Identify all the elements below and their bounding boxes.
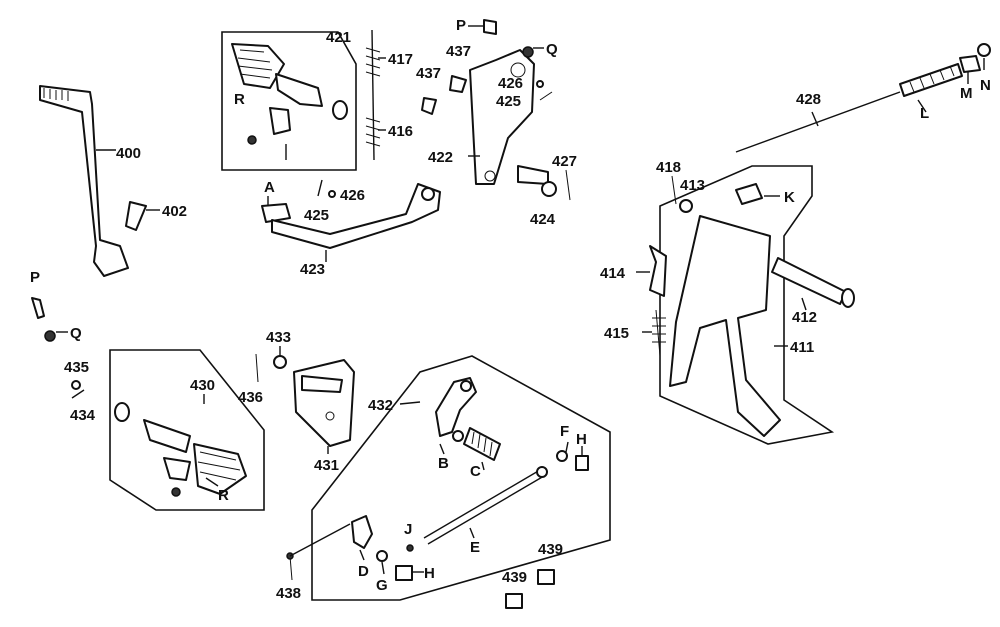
label-417: 417 bbox=[388, 51, 413, 68]
pin-p-left bbox=[31, 297, 45, 319]
plate-431 bbox=[293, 359, 355, 447]
label-c: C bbox=[470, 463, 481, 480]
nut-q-top bbox=[522, 46, 534, 58]
label-r-lower: R bbox=[218, 487, 229, 504]
label-426-upper: 426 bbox=[498, 75, 523, 92]
bolt-439a bbox=[537, 569, 555, 585]
label-428: 428 bbox=[796, 91, 821, 108]
label-427: 427 bbox=[552, 153, 577, 170]
label-402: 402 bbox=[162, 203, 187, 220]
bolt-439b bbox=[505, 593, 523, 609]
label-423: 423 bbox=[300, 261, 325, 278]
label-434: 434 bbox=[70, 407, 96, 424]
frame-421 bbox=[221, 31, 357, 171]
label-q-left: Q bbox=[70, 325, 82, 342]
label-426-lower: 426 bbox=[340, 187, 365, 204]
label-425-upper: 425 bbox=[496, 93, 521, 110]
pin-427 bbox=[565, 169, 571, 201]
shift-linkage bbox=[351, 377, 589, 581]
footrest-lower bbox=[114, 402, 247, 497]
frame-430 bbox=[109, 349, 265, 511]
label-p-left: P bbox=[30, 269, 40, 286]
bolt-402 bbox=[125, 201, 147, 231]
label-h-right: H bbox=[576, 431, 587, 448]
label-437-upper: 437 bbox=[446, 43, 471, 60]
washer-433 bbox=[273, 355, 287, 369]
cable-428 bbox=[735, 43, 991, 153]
label-438: 438 bbox=[276, 585, 301, 602]
label-439-upper: 439 bbox=[538, 541, 563, 558]
pin-p-top bbox=[483, 19, 497, 35]
spring-417-416 bbox=[365, 29, 381, 161]
label-432: 432 bbox=[368, 397, 393, 414]
washer-435 bbox=[71, 380, 81, 390]
label-h-lower: H bbox=[424, 565, 435, 582]
label-424: 424 bbox=[530, 211, 556, 228]
label-422: 422 bbox=[428, 149, 453, 166]
label-431: 431 bbox=[314, 457, 339, 474]
frame-411 bbox=[659, 165, 835, 445]
label-414: 414 bbox=[600, 265, 626, 282]
callout-labels: 400 402 P Q 435 434 421 R 417 416 A 425 … bbox=[30, 17, 991, 602]
label-412: 412 bbox=[792, 309, 817, 326]
brake-pedal bbox=[261, 183, 441, 249]
washer-424 bbox=[541, 181, 557, 197]
label-433: 433 bbox=[266, 329, 291, 346]
label-430: 430 bbox=[190, 377, 215, 394]
label-p-top: P bbox=[456, 17, 466, 34]
label-q-top: Q bbox=[546, 41, 558, 58]
bracket-422 bbox=[469, 49, 535, 185]
label-411: 411 bbox=[790, 339, 814, 356]
nut-q-left bbox=[44, 330, 56, 342]
label-e: E bbox=[470, 539, 480, 556]
label-b: B bbox=[438, 455, 449, 472]
kick-starter-lever bbox=[39, 85, 129, 277]
label-413: 413 bbox=[680, 177, 705, 194]
label-421: 421 bbox=[326, 29, 351, 46]
frame-432 bbox=[311, 355, 611, 601]
shaft-422 bbox=[517, 165, 549, 185]
label-g: G bbox=[376, 577, 388, 594]
label-m: M bbox=[960, 85, 973, 102]
label-l: L bbox=[920, 105, 929, 122]
plate-414 bbox=[649, 245, 667, 297]
label-415: 415 bbox=[604, 325, 629, 342]
label-k: K bbox=[784, 189, 795, 206]
washer-413 bbox=[679, 199, 693, 213]
label-400: 400 bbox=[116, 145, 141, 162]
spring-415 bbox=[652, 309, 666, 357]
label-n: N bbox=[980, 77, 991, 94]
label-418: 418 bbox=[656, 159, 681, 176]
footrest-upper bbox=[231, 43, 348, 160]
label-a: A bbox=[264, 179, 275, 196]
label-j: J bbox=[404, 521, 412, 538]
label-f: F bbox=[560, 423, 569, 440]
label-d: D bbox=[358, 563, 369, 580]
bolt-437b bbox=[421, 97, 437, 115]
label-416: 416 bbox=[388, 123, 413, 140]
label-436: 436 bbox=[238, 389, 263, 406]
label-r-upper: R bbox=[234, 91, 245, 108]
label-437-lower: 437 bbox=[416, 65, 441, 82]
main-stand bbox=[669, 183, 855, 437]
screw-438 bbox=[289, 555, 293, 581]
bolt-437a bbox=[449, 75, 467, 93]
pin-436 bbox=[255, 353, 259, 383]
label-435: 435 bbox=[64, 359, 89, 376]
label-439-lower: 439 bbox=[502, 569, 527, 586]
pin-418 bbox=[671, 175, 677, 205]
label-425-lower: 425 bbox=[304, 207, 329, 224]
